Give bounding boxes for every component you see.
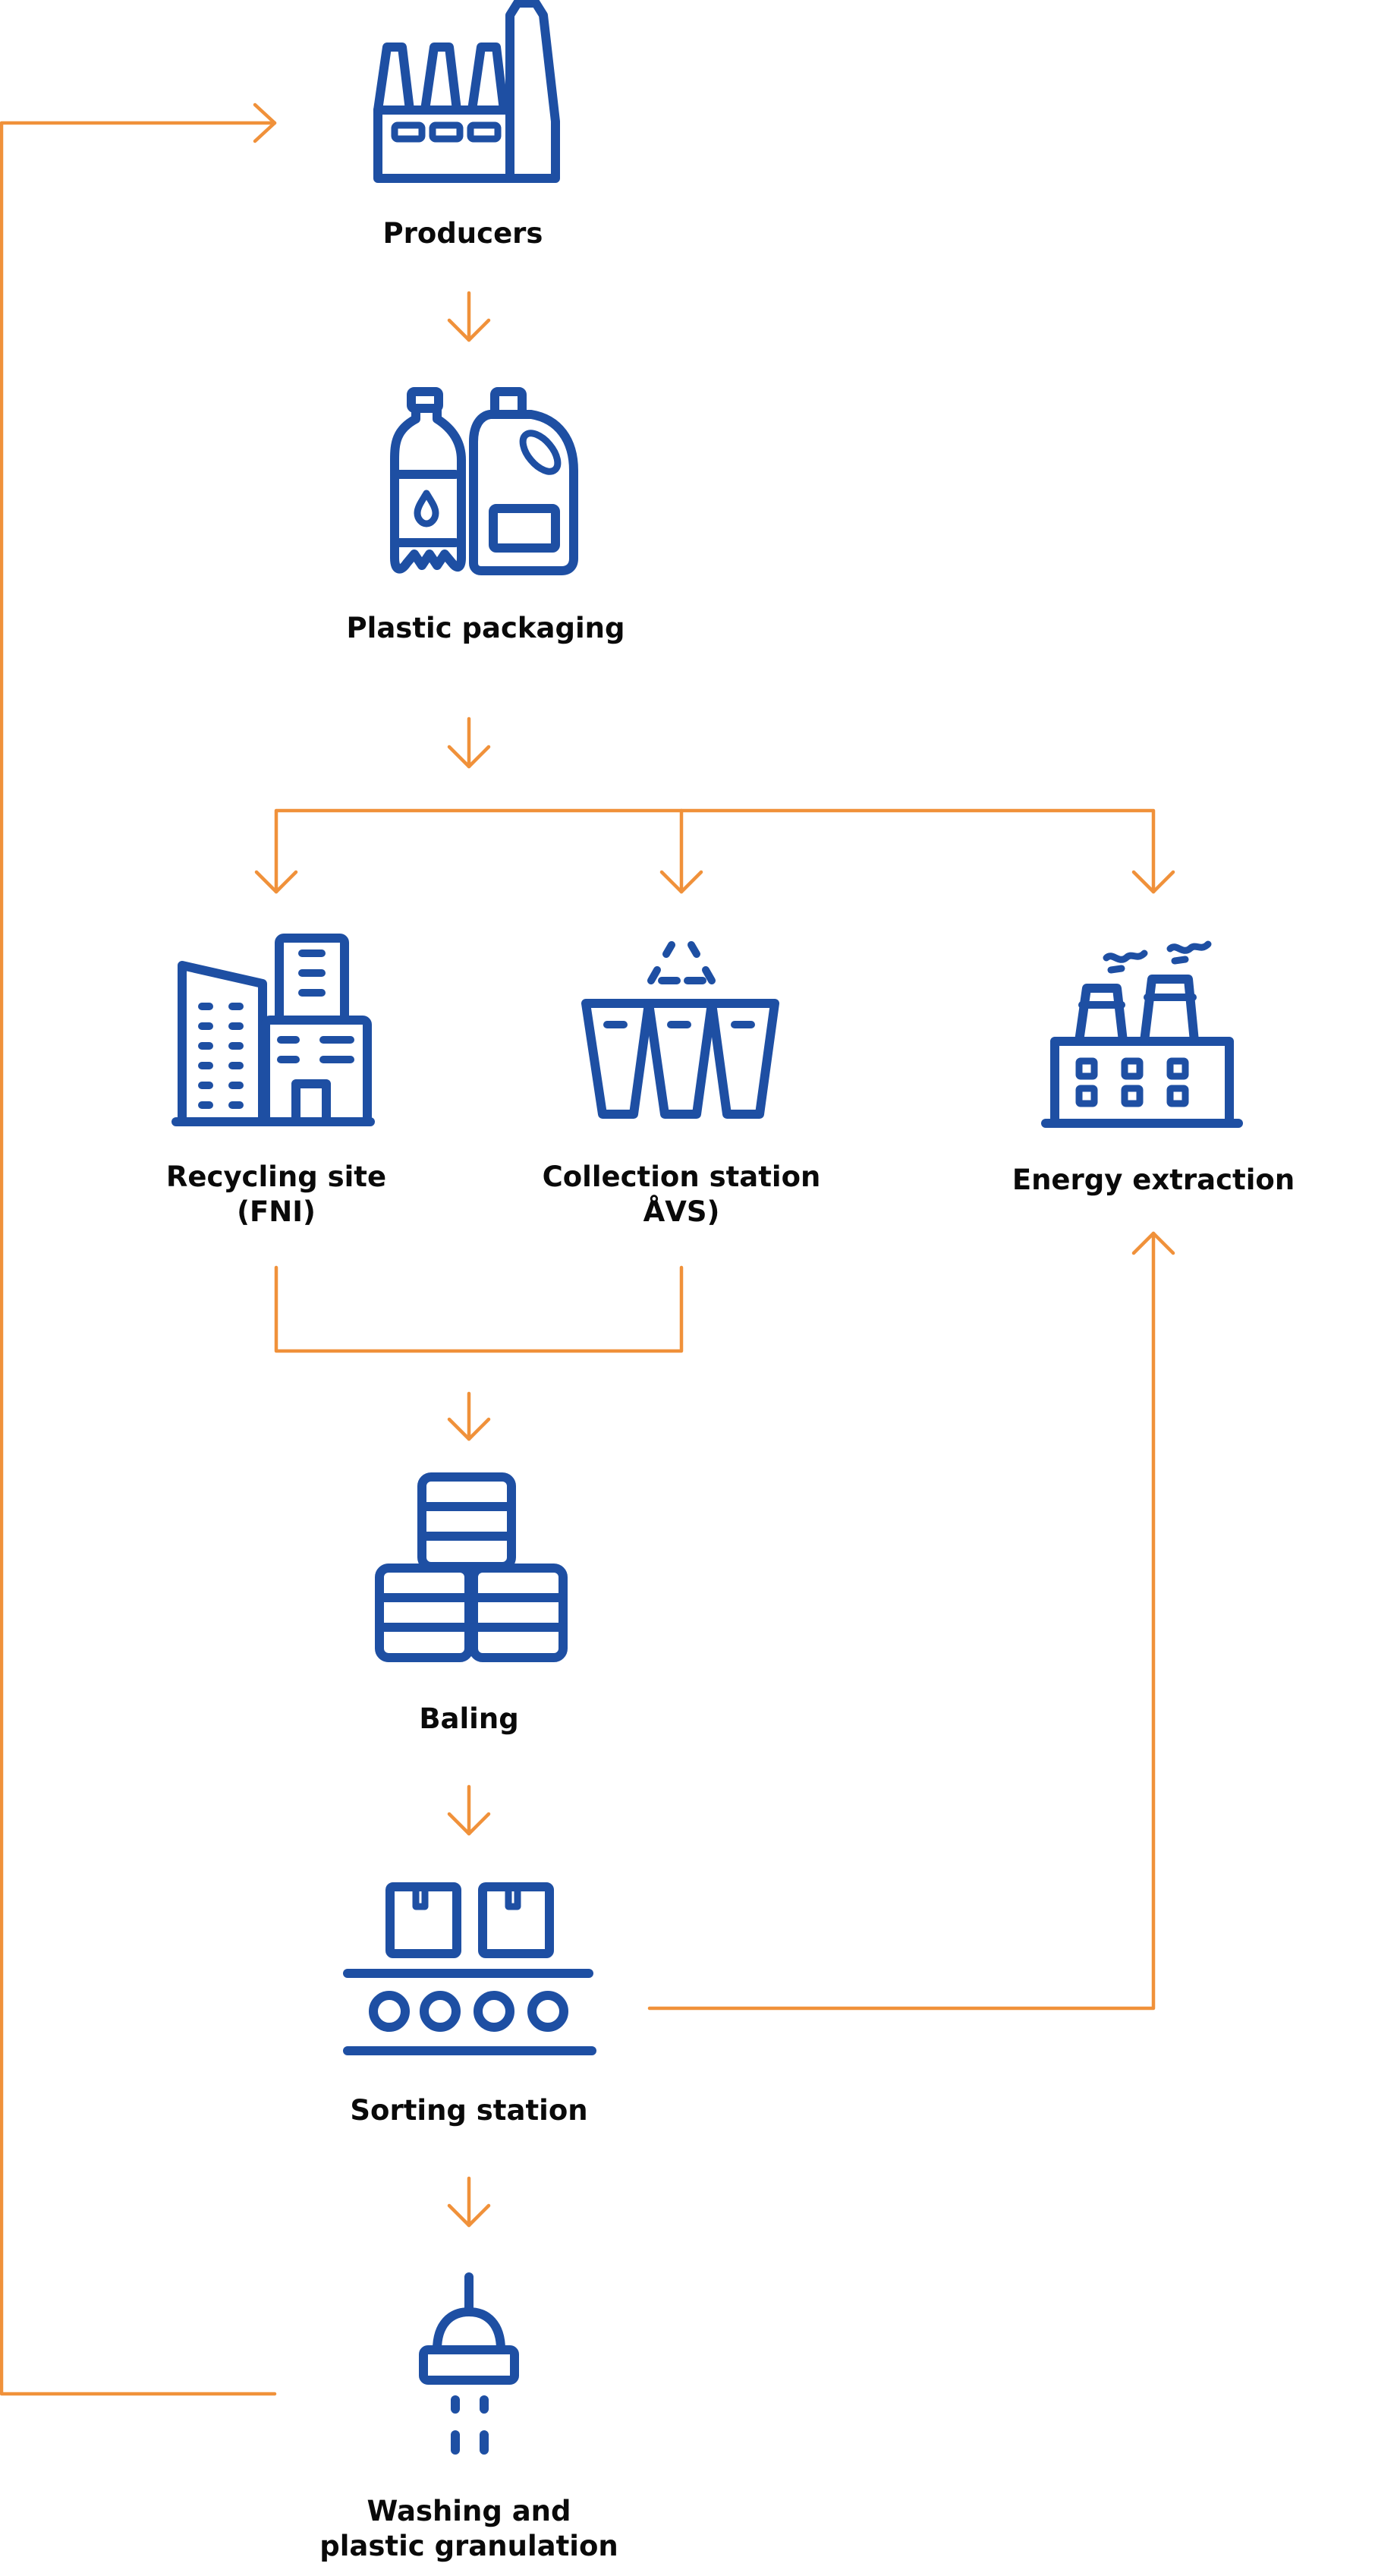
factory-icon xyxy=(373,0,560,183)
arrowhead-energy xyxy=(1131,870,1175,894)
producers-label-text: Producers xyxy=(382,217,543,250)
sorting-station-label-text: Sorting station xyxy=(350,2094,588,2127)
collection-station-label: Collection station ÅVS) xyxy=(507,1160,856,1230)
merge-bracket xyxy=(274,1265,684,1353)
arrowhead-to-producers xyxy=(253,102,277,143)
arrowhead-energy-up xyxy=(1131,1231,1175,1255)
washing-label-line1: Washing and xyxy=(367,2495,571,2527)
recycling-site-label: Recycling site (FNI) xyxy=(124,1160,428,1230)
conveyor-belt-icon xyxy=(343,1882,596,2055)
recycling-site-label-line1: Recycling site xyxy=(165,1160,387,1193)
plastic-packaging-label-text: Plastic packaging xyxy=(346,612,625,644)
energy-extraction-label: Energy extraction xyxy=(979,1163,1328,1198)
bales-icon xyxy=(375,1472,568,1662)
arrowhead-packaging xyxy=(447,318,491,342)
return-loop-line xyxy=(0,121,277,2396)
arrowhead-collection xyxy=(659,870,703,894)
arrowhead-sorting xyxy=(447,1812,491,1836)
washing-nozzle-icon xyxy=(419,2272,519,2455)
producers-label: Producers xyxy=(311,216,615,251)
arrowhead-recycling xyxy=(254,870,298,894)
sorting-to-energy-line xyxy=(647,1231,1156,2011)
arrowhead-split xyxy=(447,745,491,769)
recycling-bins-icon xyxy=(581,941,779,1119)
arrowhead-washing xyxy=(447,2203,491,2228)
washing-label: Washing and plastic granulation xyxy=(294,2494,643,2564)
city-buildings-icon xyxy=(171,934,375,1126)
energy-extraction-label-text: Energy extraction xyxy=(1012,1164,1295,1196)
collection-station-label-line2: ÅVS) xyxy=(643,1195,720,1228)
baling-label-text: Baling xyxy=(419,1702,519,1735)
arrowhead-baling xyxy=(447,1417,491,1441)
plastic-packaging-label: Plastic packaging xyxy=(311,611,660,646)
baling-label: Baling xyxy=(317,1702,621,1737)
sorting-station-label: Sorting station xyxy=(302,2093,636,2128)
washing-label-line2: plastic granulation xyxy=(319,2530,618,2562)
recycling-site-label-line2: (FNI) xyxy=(237,1195,316,1228)
plastic-bottles-icon xyxy=(390,387,578,575)
power-plant-icon xyxy=(1041,940,1243,1128)
distribution-bar xyxy=(274,808,1156,894)
flow-connectors xyxy=(0,102,1175,2396)
collection-station-label-line1: Collection station xyxy=(542,1160,821,1193)
